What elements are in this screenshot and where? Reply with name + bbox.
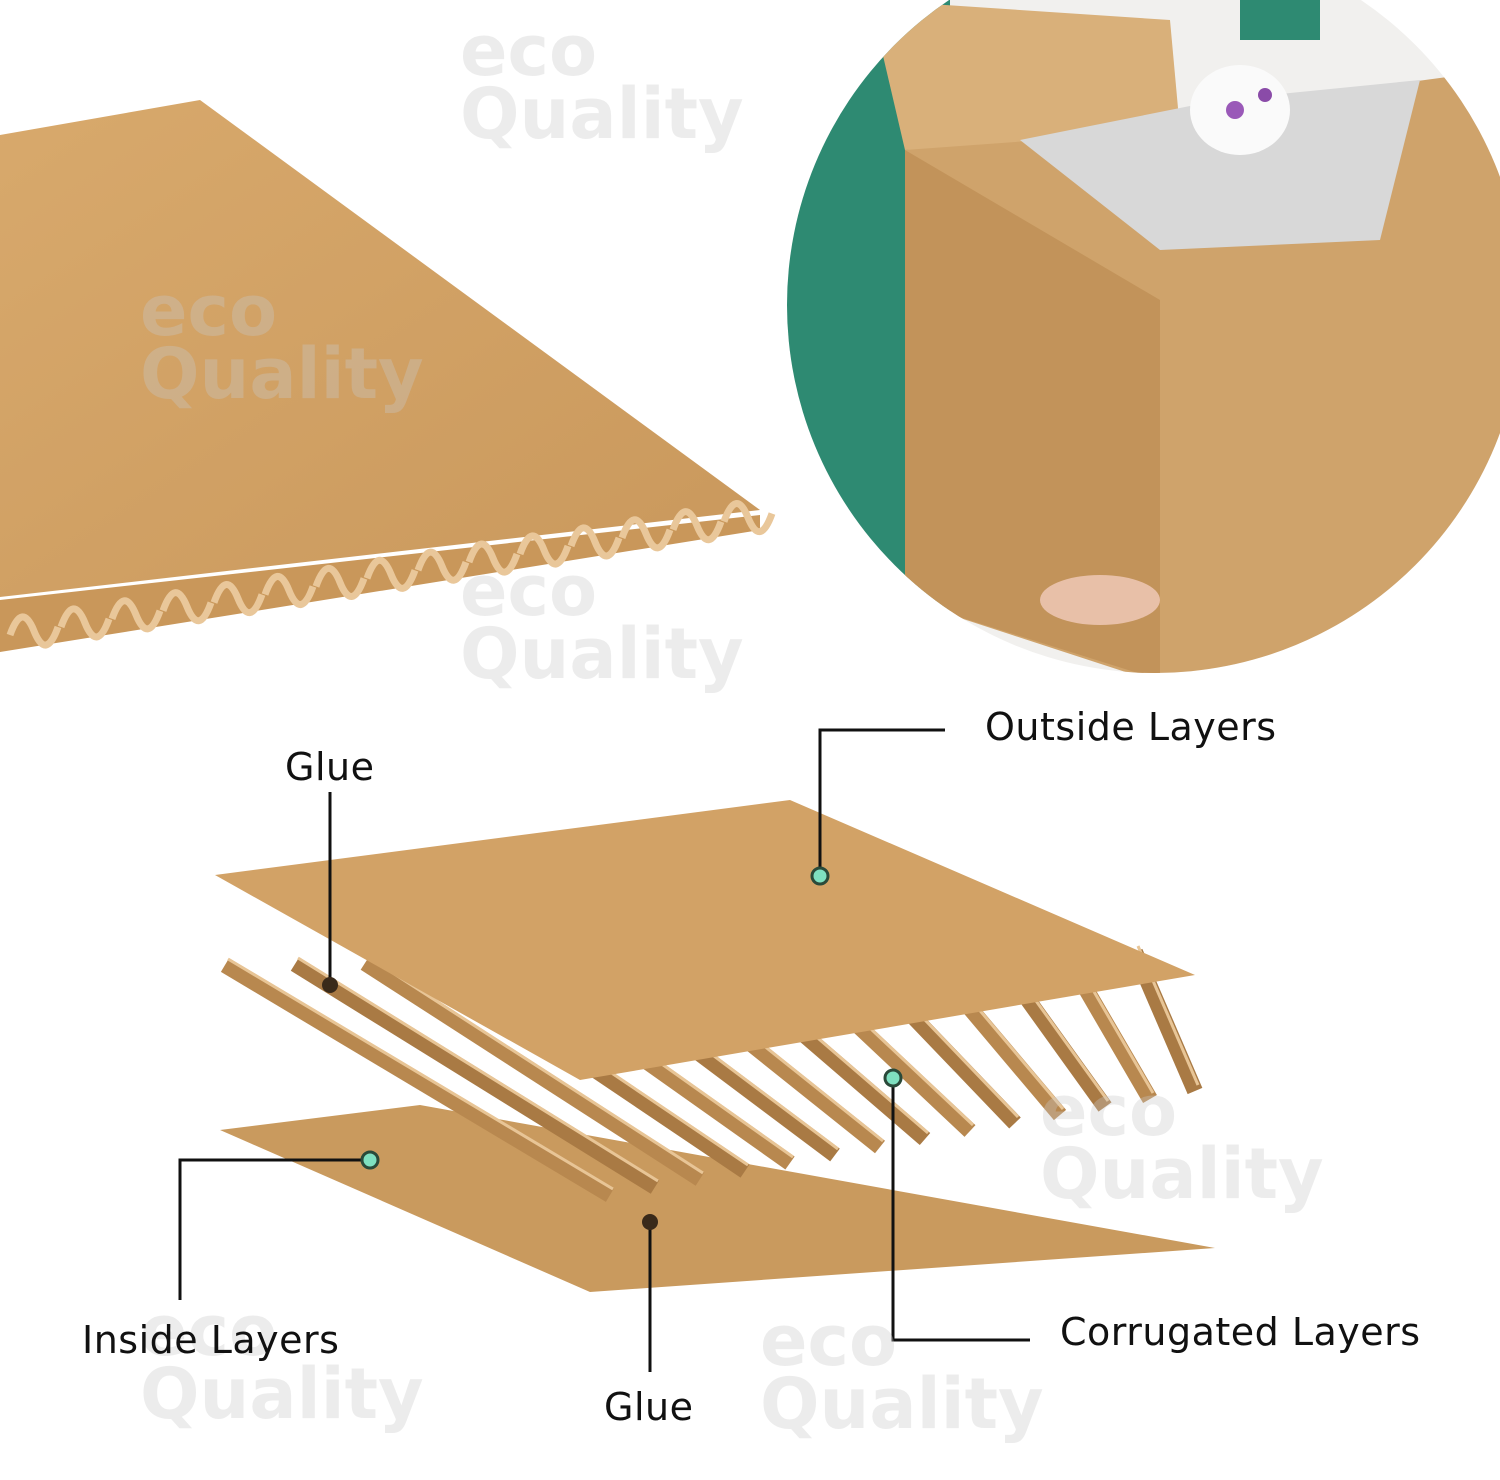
label-inside-layers: Inside Layers [82,1318,340,1362]
flute-tube [220,958,615,1202]
flute [414,548,470,584]
flute [312,564,368,600]
cardboard-sheet-photo [0,100,776,652]
flute [261,573,317,608]
flute [363,556,419,592]
flute [210,581,266,617]
callout-markers [322,866,903,1230]
callout-lines [178,728,1030,1372]
flute-tube [290,957,660,1194]
flute [720,500,776,536]
flute [669,508,725,544]
exploded-layers [215,800,1215,1292]
flute [57,605,113,641]
flute [6,613,62,649]
flute-highlight [227,957,614,1191]
label-corrugated-layers: Corrugated Layers [1060,1310,1421,1354]
flute [159,589,215,625]
flute [516,532,572,568]
flute-highlight [297,956,659,1183]
label-glue-top: Glue [285,745,375,789]
label-outside-layers: Outside Layers [985,705,1277,749]
flute-tube [360,956,705,1186]
box-photo [787,0,1500,673]
flute-highlight [367,955,704,1175]
label-glue-bottom: Glue [604,1385,694,1429]
flute [108,597,164,633]
flute [465,540,521,576]
flute [567,524,623,560]
flute [618,516,674,552]
